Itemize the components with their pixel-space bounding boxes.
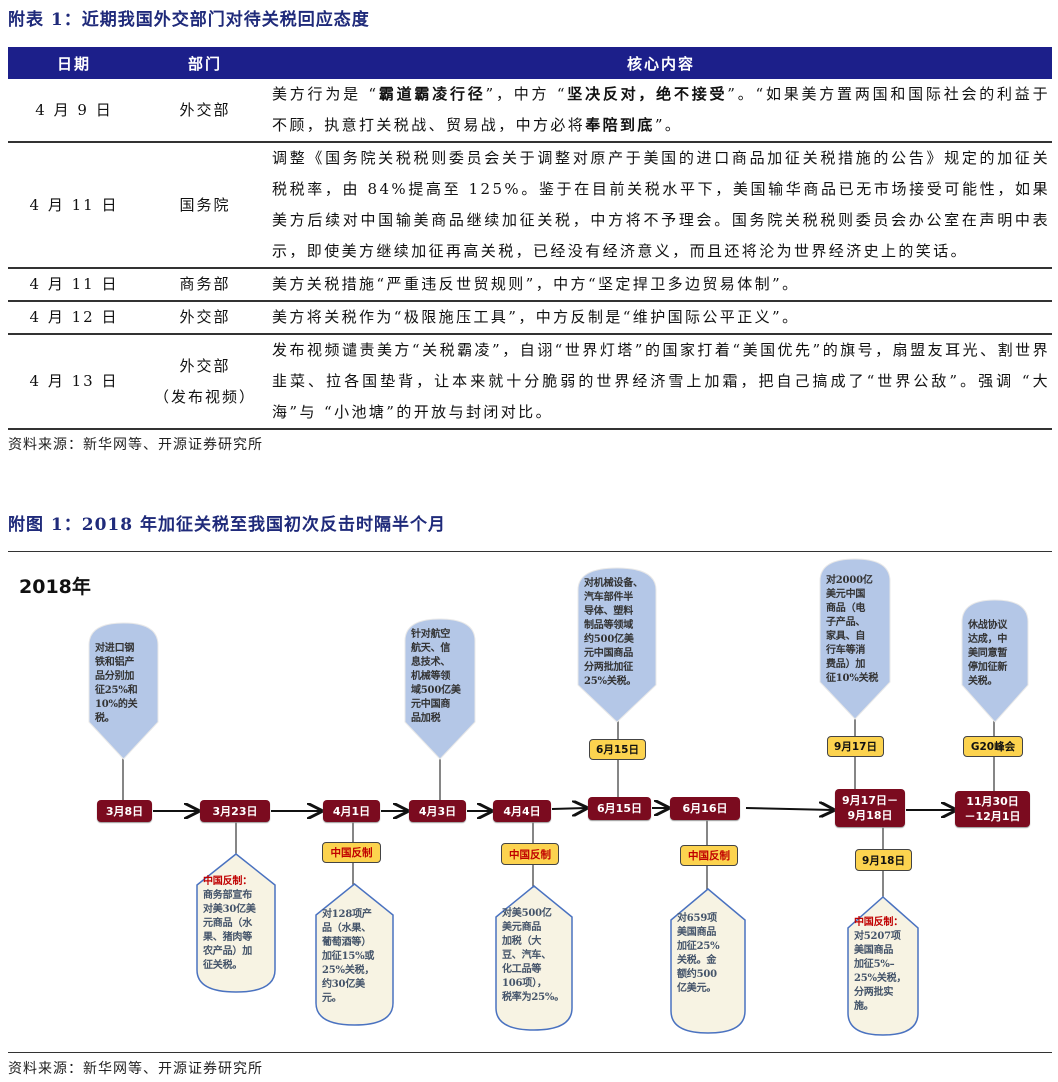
cn-counter-label: 中国反制: [322, 842, 381, 863]
figure-source: 资料来源：新华网等、开源证券研究所: [8, 1061, 263, 1077]
us-action-bubble: 针对航空 航天、信 息技术、 机械等领 域500亿美 元中国商 品加税: [404, 618, 476, 760]
timeline-date: 4月1日: [323, 800, 380, 822]
bubble-text: 对美500亿 美元商品 加税（大 豆、汽车、 化工品等 106项）， 税率为25…: [502, 908, 565, 1003]
cell-content: 美方行为是 “霸道霸凌行径”，中方 “坚决反对，绝不接受”。“如果美方置两国和国…: [270, 79, 1052, 143]
figure-top-rule: [8, 551, 1052, 552]
cell-content: 美方关税措施“严重违反世贸规则”，中方“坚定捍卫多边贸易体制”。: [270, 268, 1052, 302]
bold-phrase: 坚决反对，绝不接受: [566, 85, 728, 103]
timeline-date: 4月3日: [409, 800, 466, 822]
content-text: ”。: [654, 116, 683, 134]
bubble-text: 对机械设备、 汽车部件半 导体、塑料 制品等领域 约500亿美 元中国商品 分两…: [584, 578, 643, 687]
bubble-shape: [670, 888, 746, 1034]
bubble-text: 对2000亿 美元中国 商品（电 子产品、 家具、自 行车等消 费品）加 征10…: [826, 575, 879, 684]
cell-dept: 外交部: [140, 301, 270, 335]
bubble-shape: [819, 558, 891, 720]
us-action-bubble: 对2000亿 美元中国 商品（电 子产品、 家具、自 行车等消 费品）加 征10…: [819, 558, 891, 720]
bubble-shape: [577, 567, 657, 723]
content-text: 美方行为是 “: [272, 85, 379, 103]
bold-phrase: 奉陪到底: [585, 116, 655, 134]
us-action-bubble: 对进口钢 铁和铝产 品分别加 征25%和 10%的关 税。: [88, 622, 159, 760]
table-row: 4 月 9 日外交部美方行为是 “霸道霸凌行径”，中方 “坚决反对，绝不接受”。…: [8, 79, 1052, 143]
cn-counter-bubble: 对128项产 品（水果、 葡萄酒等） 加征15%或 25%关税， 约30亿美 元…: [315, 883, 394, 1026]
timeline-date: 3月23日: [200, 800, 270, 822]
bubble-shape: [495, 885, 573, 1031]
bubble-text: 对659项 美国商品 加征25% 关税。金 额约500 亿美元。: [677, 913, 720, 994]
timeline-date: 3月8日: [97, 800, 152, 822]
cn-counter-bubble: 对美500亿 美元商品 加税（大 豆、汽车、 化工品等 106项）， 税率为25…: [495, 885, 573, 1031]
bubble-shape: [961, 599, 1029, 723]
bubble-shape: [315, 883, 394, 1026]
header-dept: 部门: [140, 47, 270, 79]
bubble-text: 对进口钢 铁和铝产 品分别加 征25%和 10%的关 税。: [95, 643, 138, 724]
content-text: ”。“如果美方置两国和国际社会的利益于不顾，执意打关税战、贸易战，中方必将: [272, 85, 1050, 134]
cell-dept: 国务院: [140, 142, 270, 269]
bubble-text: 商务部宣布 对美30亿美 元商品（水 果、猪肉等 农产品）加 征关税。: [203, 890, 256, 971]
cell-date: 4 月 11 日: [8, 268, 140, 302]
cell-dept: 外交部: [140, 79, 270, 143]
content-text: 美方关税措施“严重违反世贸规则”，中方“坚定捍卫多边贸易体制”。: [272, 275, 800, 293]
bubble-shape: [404, 618, 476, 760]
cn-counter-bubble: 中国反制： 商务部宣布 对美30亿美 元商品（水 果、猪肉等 农产品）加 征关税。: [196, 853, 276, 993]
us-date-label: 6月15日: [589, 739, 646, 760]
counter-prefix: 中国反制：: [203, 876, 252, 887]
figure-title: 附图 1：2018 年加征关税至我国初次反击时隔半个月: [8, 515, 446, 535]
counter-prefix: 中国反制：: [854, 917, 903, 928]
bubble-shape: [196, 853, 276, 993]
table-section: 日期 部门 核心内容 4 月 9 日外交部美方行为是 “霸道霸凌行径”，中方 “…: [8, 47, 1052, 454]
content-text: ”，中方 “: [485, 85, 567, 103]
bubble-text: 对5207项 美国商品 加征5%– 25%关税， 分两批实 施。: [854, 931, 907, 1012]
cell-date: 4 月 13 日: [8, 334, 140, 430]
timeline-date: 9月17日－ 9月18日: [835, 789, 905, 827]
cn-counter-bubble: 中国反制： 对5207项 美国商品 加征5%– 25%关税， 分两批实 施。: [847, 896, 919, 1036]
figure-bottom-rule: [8, 1052, 1052, 1053]
cell-content: 发布视频谴责美方“关税霸凌”，自诩“世界灯塔”的国家打着“美国优先”的旗号，扇盟…: [270, 334, 1052, 430]
bubble-text: 对128项产 品（水果、 葡萄酒等） 加征15%或 25%关税， 约30亿美 元…: [322, 909, 375, 1004]
us-action-bubble: 休战协议 达成，中 美同意暂 停加征新 关税。: [961, 599, 1029, 723]
content-text: 调整《国务院关税税则委员会关于调整对原产于美国的进口商品加征关税措施的公告》规定…: [272, 149, 1050, 260]
cn-counter-label: 中国反制: [680, 845, 738, 866]
content-text: 发布视频谴责美方“关税霸凌”，自诩“世界灯塔”的国家打着“美国优先”的旗号，扇盟…: [272, 341, 1050, 421]
cn-counter-label: 中国反制: [501, 843, 559, 865]
table-title: 附表 1：近期我国外交部门对待关税回应态度: [8, 10, 370, 30]
timeline-date: 11月30日 －12月1日: [955, 791, 1030, 827]
cell-date: 4 月 11 日: [8, 142, 140, 269]
header-content: 核心内容: [270, 47, 1052, 79]
bubble-text: 针对航空 航天、信 息技术、 机械等领 域500亿美 元中国商 品加税: [411, 629, 461, 724]
us-date-label: 9月17日: [827, 736, 884, 757]
cell-dept: 商务部: [140, 268, 270, 302]
us-event-label: G20峰会: [963, 736, 1023, 757]
table-row: 4 月 11 日国务院调整《国务院关税税则委员会关于调整对原产于美国的进口商品加…: [8, 142, 1052, 269]
cell-dept: 外交部 （发布视频）: [140, 334, 270, 430]
table-header: 日期 部门 核心内容: [8, 47, 1052, 79]
timeline-date: 6月16日: [670, 797, 740, 820]
bubble-shape: [88, 622, 159, 760]
table-source: 资料来源：新华网等、开源证券研究所: [8, 437, 263, 453]
content-text: 美方将关税作为“极限施压工具”，中方反制是“维护国际公平正义”。: [272, 308, 800, 326]
bubble-text: 休战协议 达成，中 美同意暂 停加征新 关税。: [968, 620, 1008, 687]
year-label: 2018年: [19, 576, 91, 598]
table-row: 4 月 13 日外交部 （发布视频）发布视频谴责美方“关税霸凌”，自诩“世界灯塔…: [8, 334, 1052, 430]
timeline-date: 4月4日: [493, 800, 551, 822]
timeline-arrow: [745, 808, 833, 810]
cell-content: 调整《国务院关税税则委员会关于调整对原产于美国的进口商品加征关税措施的公告》规定…: [270, 142, 1052, 269]
bubble-shape: [847, 896, 919, 1036]
timeline-arrow: [551, 808, 586, 809]
header-date: 日期: [8, 47, 140, 79]
cell-date: 4 月 9 日: [8, 79, 140, 143]
table-row: 4 月 12 日外交部美方将关税作为“极限施压工具”，中方反制是“维护国际公平正…: [8, 301, 1052, 335]
cell-date: 4 月 12 日: [8, 301, 140, 335]
response-table: 日期 部门 核心内容 4 月 9 日外交部美方行为是 “霸道霸凌行径”，中方 “…: [8, 47, 1052, 430]
table-row: 4 月 11 日商务部美方关税措施“严重违反世贸规则”，中方“坚定捍卫多边贸易体…: [8, 268, 1052, 302]
bold-phrase: 霸道霸凌行径: [378, 85, 486, 103]
timeline-date: 6月15日: [588, 797, 651, 820]
us-action-bubble: 对机械设备、 汽车部件半 导体、塑料 制品等领域 约500亿美 元中国商品 分两…: [577, 567, 657, 723]
cell-content: 美方将关税作为“极限施压工具”，中方反制是“维护国际公平正义”。: [270, 301, 1052, 335]
cn-date-label: 9月18日: [855, 849, 912, 871]
cn-counter-bubble: 对659项 美国商品 加征25% 关税。金 额约500 亿美元。: [670, 888, 746, 1034]
